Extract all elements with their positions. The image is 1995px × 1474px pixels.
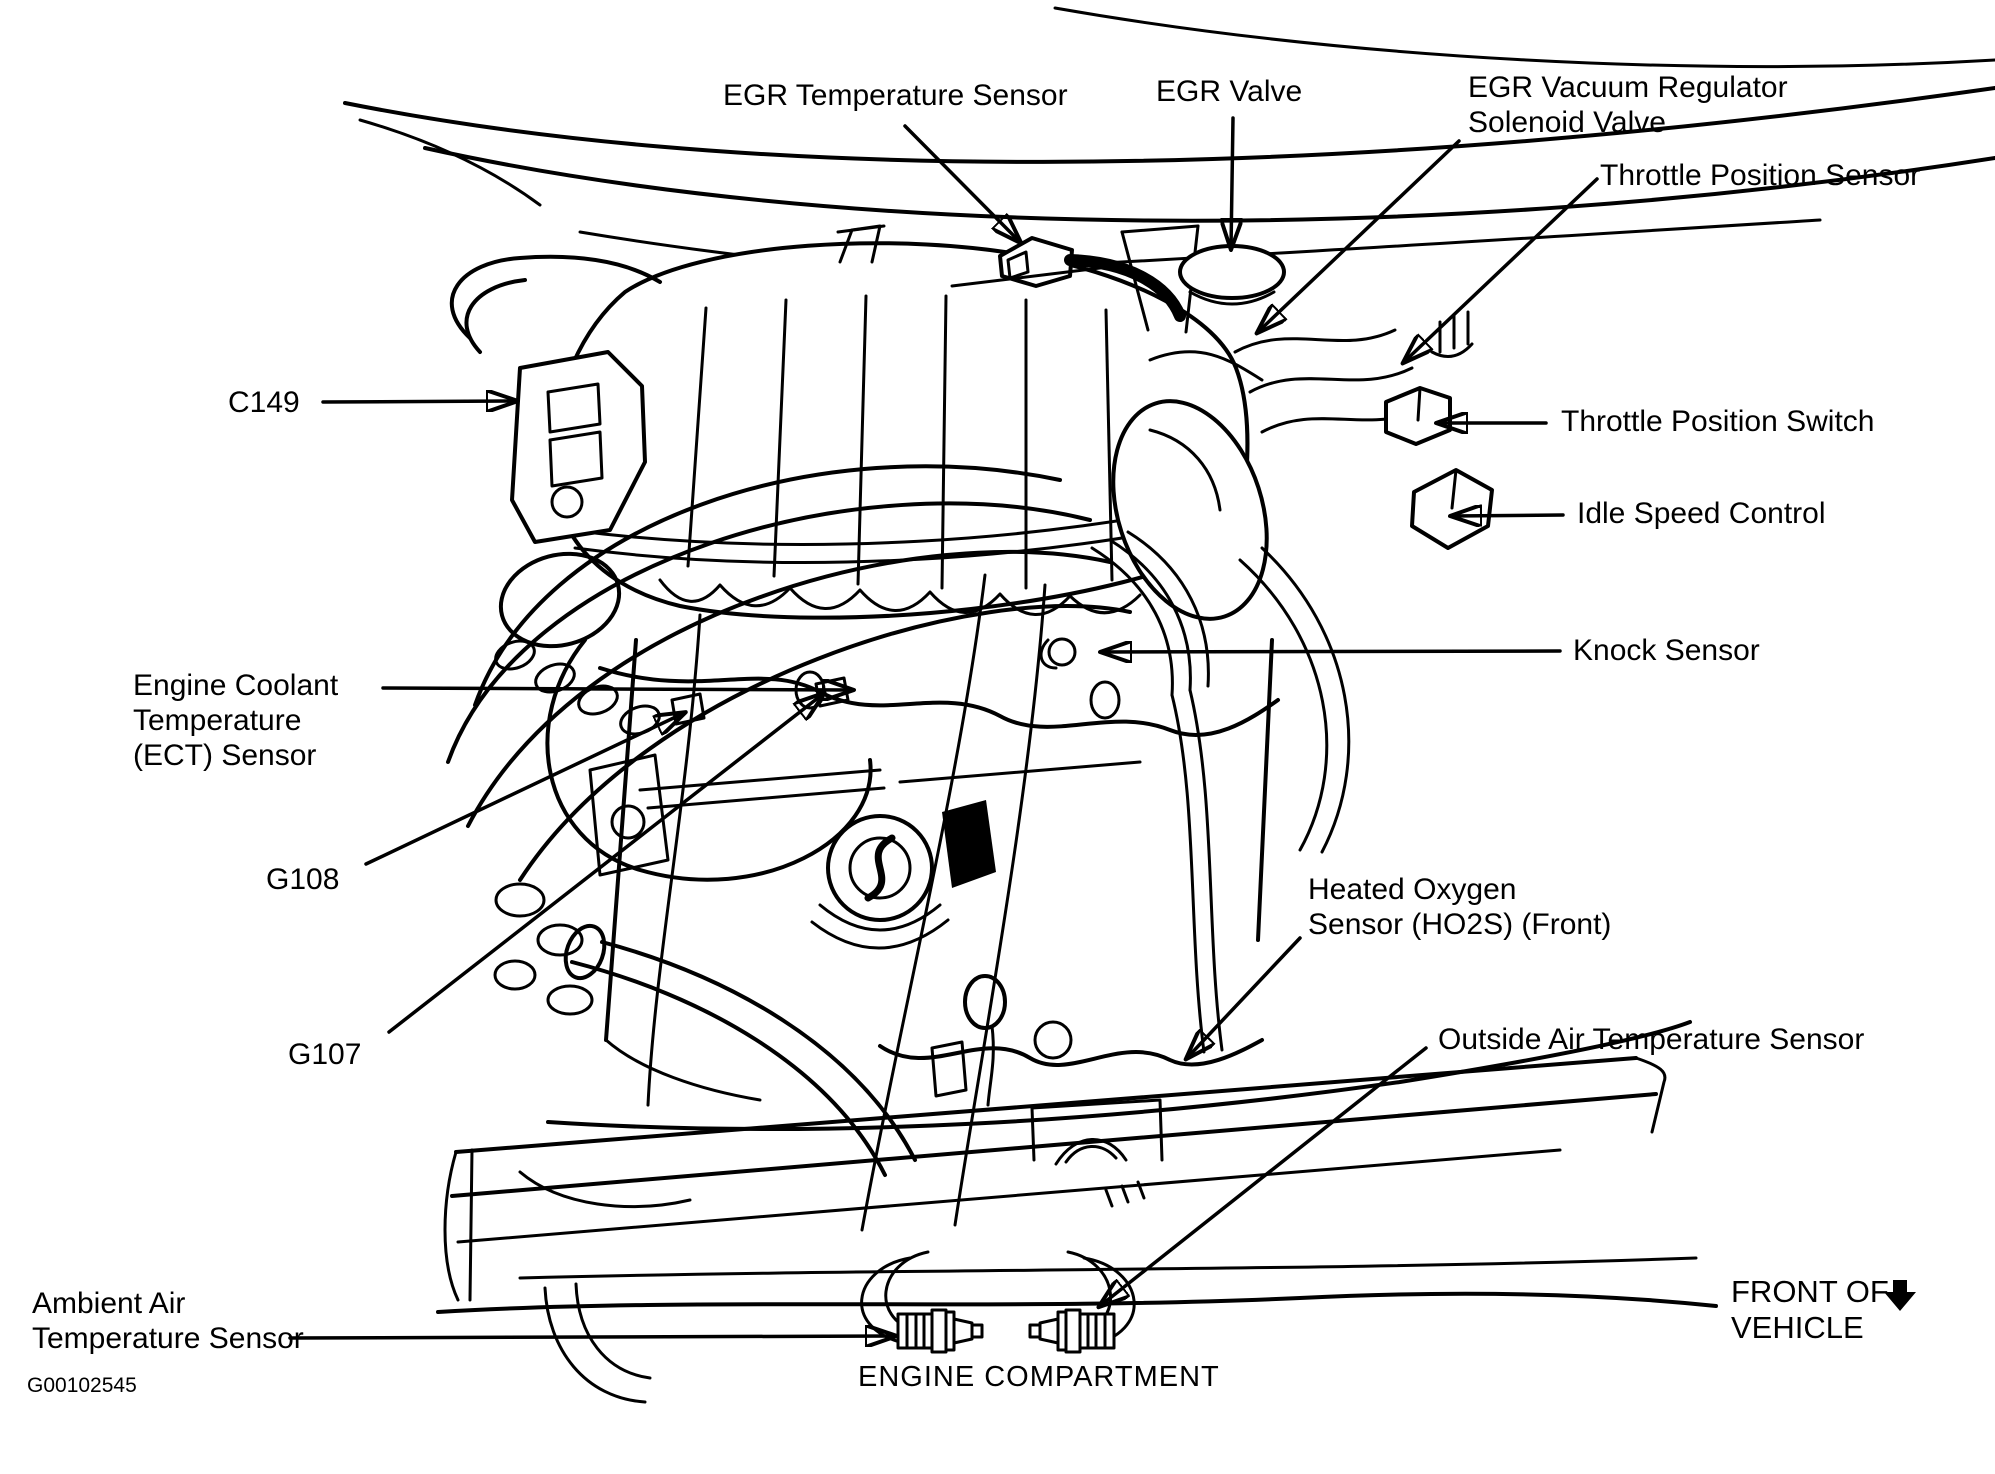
label-ambient-air-temperature-sensor: Ambient Air Temperature Sensor — [32, 1287, 304, 1355]
leader-ect-sensor — [381, 688, 852, 690]
ho2s-cable — [1170, 693, 1206, 1054]
leader-throttle-position-sensor — [1404, 177, 1599, 362]
figure-caption: ENGINE COMPARTMENT — [858, 1361, 1220, 1393]
leader-c149 — [321, 401, 516, 402]
front-of-vehicle-label: FRONT OF VEHICLE — [1731, 1238, 1916, 1382]
label-g107: G107 — [288, 1038, 362, 1071]
figure-id: G00102545 — [27, 1374, 137, 1397]
label-g108: G108 — [266, 863, 340, 896]
label-egr-valve: EGR Valve — [1156, 75, 1303, 108]
throttle-body-shape — [1111, 399, 1269, 621]
label-egr-temperature-sensor: EGR Temperature Sensor — [723, 79, 1068, 112]
label-outside-air-temperature-sensor: Outside Air Temperature Sensor — [1438, 1023, 1865, 1056]
knock-sensor-location — [1047, 637, 1077, 667]
leader-ho2s — [1187, 936, 1302, 1058]
leader-idle-speed-control — [1452, 515, 1565, 516]
label-ho2s: Heated Oxygen Sensor (HO2S) (Front) — [1308, 873, 1612, 941]
leader-egr-valve — [1231, 116, 1233, 248]
label-egr-vacuum-regulator-solenoid-valve: EGR Vacuum Regulator Solenoid Valve — [1468, 71, 1788, 139]
leader-ambient-air-temp-sensor — [288, 1336, 895, 1338]
leader-egr-vacuum-regulator — [1258, 139, 1461, 332]
throttle-body-harness — [1090, 310, 1494, 1054]
label-throttle-position-switch: Throttle Position Switch — [1561, 405, 1875, 438]
label-knock-sensor: Knock Sensor — [1573, 634, 1760, 667]
label-idle-speed-control: Idle Speed Control — [1577, 497, 1826, 530]
ho2s-connector — [942, 800, 996, 888]
c149-connector — [449, 254, 662, 544]
front-of-vehicle-arrow-icon — [1884, 1280, 1916, 1311]
ambient-air-temperature-sensor-shape — [896, 1308, 984, 1354]
leader-g107 — [387, 694, 823, 1034]
front-of-vehicle-text: FRONT OF VEHICLE — [1731, 1274, 1889, 1345]
cowl-panel — [436, 1020, 1718, 1314]
leader-knock-sensor — [1102, 651, 1562, 652]
leader-lines — [288, 116, 1599, 1338]
label-throttle-position-sensor: Throttle Position Sensor — [1600, 159, 1921, 192]
label-c149: C149 — [228, 386, 300, 419]
hood-lines — [343, 6, 1995, 278]
egr-valve-shape — [1178, 244, 1286, 300]
radiator-hose — [570, 960, 887, 1177]
egr-components — [950, 224, 1286, 334]
leader-g108 — [364, 713, 684, 866]
leader-egr-temperature-sensor — [903, 124, 1020, 242]
dipstick-handle — [963, 974, 1007, 1030]
label-ect-sensor: Engine Coolant Temperature (ECT) Sensor — [133, 669, 339, 772]
leader-outside-air-temp-sensor — [1100, 1046, 1428, 1306]
outside-air-temperature-sensor-shape — [1028, 1308, 1116, 1354]
